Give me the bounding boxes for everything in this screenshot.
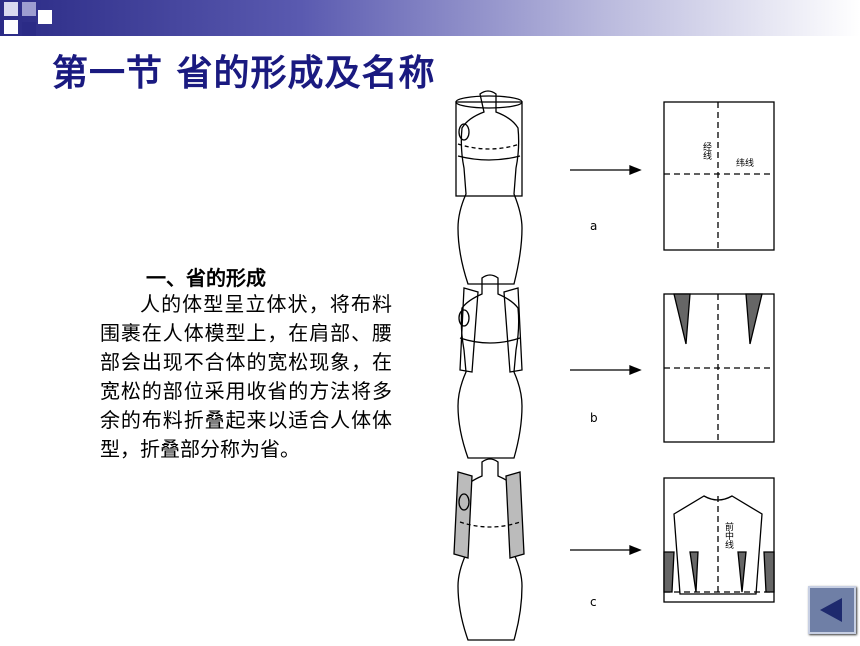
mannequin-c [453, 458, 525, 641]
panel-b-letter: b [590, 411, 598, 425]
slide-title: 第一节 省的形成及名称 [52, 53, 436, 94]
header-band [0, 0, 860, 36]
arrow-a-head [629, 165, 642, 175]
dart-left [673, 293, 691, 345]
back-button[interactable] [808, 586, 856, 634]
warp-label: 经线 [701, 141, 712, 160]
decor-square [22, 22, 36, 36]
mannequin-b [457, 274, 523, 459]
weft-label: 纬线 [736, 157, 754, 169]
decor-square [22, 2, 36, 16]
fabric-panel-a: 经线 纬线 [663, 101, 775, 251]
triangle-left-icon [820, 598, 842, 622]
decor-square [38, 10, 52, 24]
arrow-b-head [629, 365, 642, 375]
decor-square [4, 2, 18, 16]
decor-square [4, 20, 18, 34]
section-heading: 一、省的形成 [146, 266, 266, 290]
fabric-panel-c: 前中线 [663, 477, 775, 603]
dart-formation-figure: a 经线 纬线 b [420, 82, 800, 642]
panel-c-letter: c [590, 595, 597, 609]
mannequin-a [455, 90, 523, 285]
fabric-panel-b [663, 293, 775, 443]
dart-right [745, 293, 763, 345]
panel-a-letter: a [590, 219, 597, 233]
body-paragraph: 人的体型呈立体状，将布料围裹在人体模型上，在肩部、腰部会出现不合体的宽松现象，在… [100, 292, 392, 461]
arrow-c-head [629, 545, 642, 555]
front-center-label: 前中线 [723, 521, 734, 549]
